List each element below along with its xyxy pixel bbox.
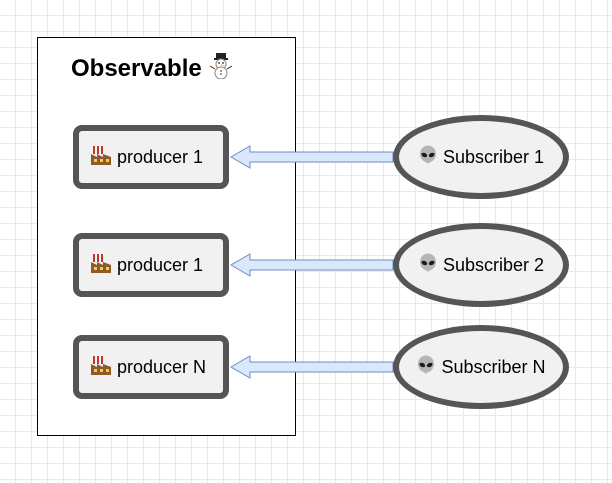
producer-box-1[interactable]: producer 1: [73, 125, 229, 189]
producer-label: producer 1: [117, 146, 204, 167]
factory-icon: [90, 354, 112, 381]
arrow-subscriber-n-to-producer-n[interactable]: [230, 355, 394, 379]
producer-box-2[interactable]: producer 1: [73, 233, 229, 297]
observable-title-text: Observable: [71, 54, 202, 82]
observable-title: Observable: [71, 53, 234, 86]
snowman-icon: [208, 53, 234, 86]
factory-icon: [90, 252, 112, 279]
producer-label: producer 1: [117, 254, 204, 275]
alien-icon: [416, 355, 436, 380]
subscriber-label: Subscriber N: [441, 356, 546, 377]
subscriber-ellipse-1[interactable]: Subscriber 1: [393, 115, 569, 199]
subscriber-label: Subscriber 2: [442, 254, 545, 275]
factory-icon: [90, 144, 112, 171]
subscriber-ellipse-n[interactable]: Subscriber N: [393, 325, 569, 409]
arrow-subscriber-1-to-producer-1[interactable]: [230, 145, 394, 169]
arrow-subscriber-2-to-producer-2[interactable]: [230, 253, 394, 277]
producer-box-n[interactable]: producer N: [73, 335, 229, 399]
producer-label: producer N: [117, 356, 207, 377]
alien-icon: [418, 253, 438, 278]
alien-icon: [418, 145, 438, 170]
subscriber-label: Subscriber 1: [442, 146, 545, 167]
subscriber-ellipse-2[interactable]: Subscriber 2: [393, 223, 569, 307]
